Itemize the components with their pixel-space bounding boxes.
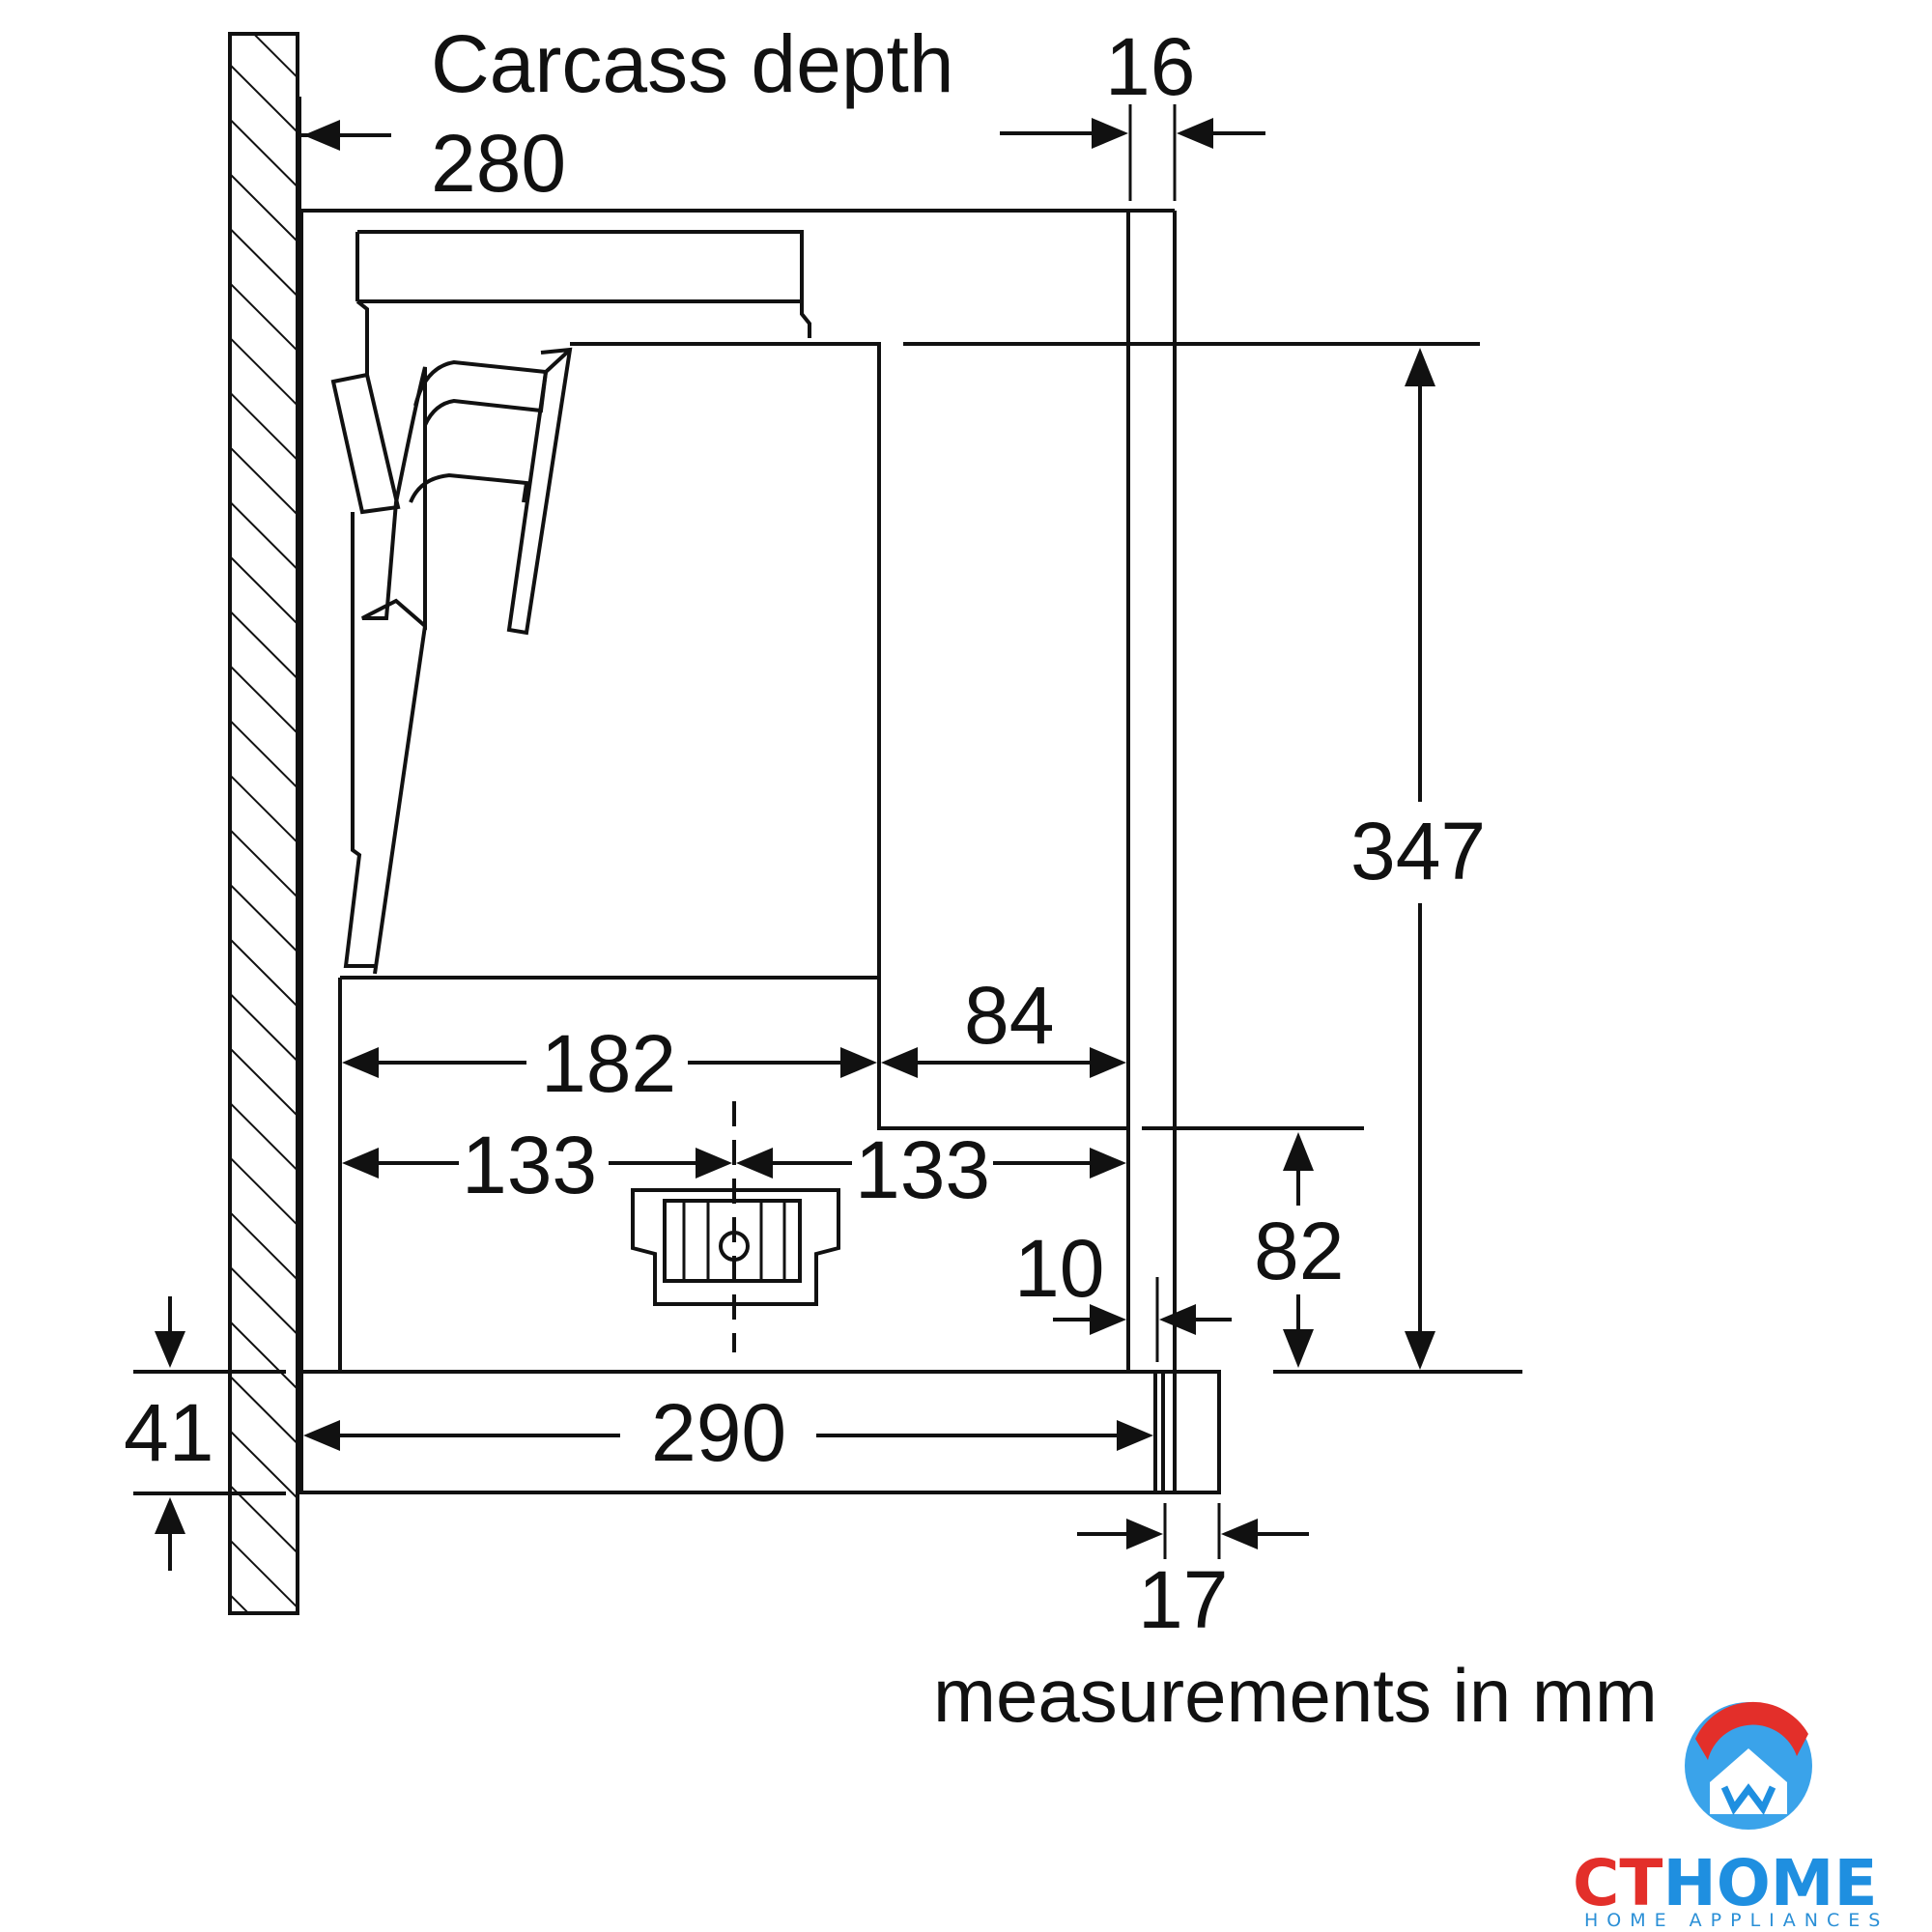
dim-347-label: 347 [1350, 806, 1486, 896]
carcass-depth-value: 280 [431, 118, 566, 209]
cthome-logo: CTHOME HOME APPLIANCES [1573, 1701, 1889, 1931]
logo-name-ct: CT [1573, 1846, 1662, 1920]
dimension-41 [133, 1296, 286, 1571]
dim-17-label: 17 [1138, 1554, 1228, 1645]
wall [228, 32, 299, 1615]
svg-text:CTHOME: CTHOME [1573, 1846, 1878, 1920]
house-icon [1685, 1701, 1812, 1830]
dim-16-label: 16 [1105, 21, 1195, 112]
units-note: measurements in mm [933, 1653, 1658, 1738]
dim-84-label: 84 [964, 970, 1054, 1061]
control-module [631, 1101, 840, 1352]
logo-name-home: HOME [1662, 1846, 1877, 1920]
dim-133-left-label: 133 [462, 1120, 597, 1210]
dim-290-label: 290 [651, 1387, 786, 1478]
dim-182-label: 182 [541, 1018, 676, 1109]
dimension-10 [1053, 1277, 1232, 1362]
logo-tagline: HOME APPLIANCES [1584, 1910, 1889, 1931]
dim-82-label: 82 [1254, 1206, 1344, 1296]
dim-41-label: 41 [124, 1387, 213, 1478]
dimension-347 [903, 342, 1480, 1370]
dimension-17 [1077, 1503, 1309, 1559]
bottom-panel [299, 1370, 1221, 1494]
dimension-290 [303, 1420, 1153, 1451]
dimension-84 [881, 1047, 1126, 1078]
dimension-16 [1000, 104, 1265, 201]
dimension-182 [342, 1047, 877, 1078]
dimension-133-pair [342, 1148, 1126, 1179]
dimension-82 [1142, 1126, 1522, 1374]
dim-133-right-label: 133 [855, 1124, 990, 1215]
dim-10-label: 10 [1014, 1223, 1104, 1314]
cabinet-outline [298, 97, 1177, 1493]
carcass-depth-title: Carcass depth [431, 18, 954, 109]
dimension-280 [301, 120, 391, 151]
